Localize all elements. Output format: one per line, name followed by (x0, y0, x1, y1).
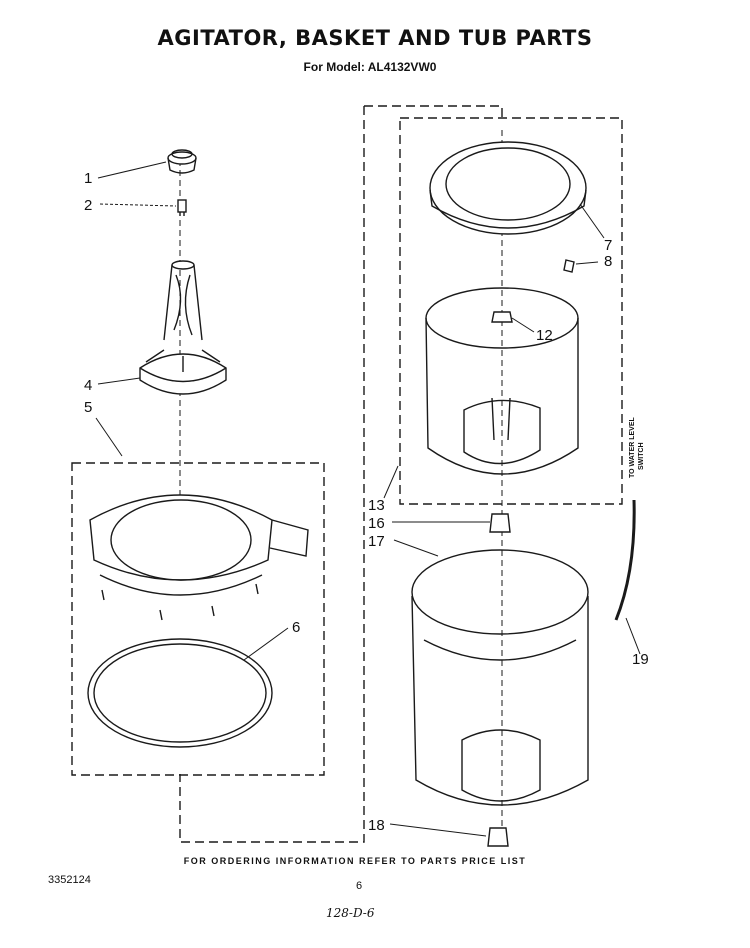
callout-2: 2 (84, 197, 92, 214)
ordering-note: FOR ORDERING INFORMATION REFER TO PARTS … (183, 856, 527, 866)
callout-16: 17 (368, 533, 385, 550)
water-level-note-line2: SWITCH (638, 442, 645, 470)
outer-tub-part (411, 549, 589, 806)
water-level-hose-part (614, 499, 636, 621)
handwritten-note: 128-D-6 (326, 906, 375, 920)
callout-7: 7 (604, 237, 612, 254)
fastener-part (177, 199, 187, 216)
callout-1: 1 (84, 170, 92, 187)
routing-line-top (179, 106, 365, 843)
callout-19: 19 (632, 651, 649, 668)
callout-6: 6 (292, 619, 300, 636)
callout-18: 18 (368, 817, 385, 834)
drain-plug-part (487, 827, 509, 847)
page-title: AGITATOR, BASKET AND TUB PARTS (157, 26, 593, 50)
seal-ring-part (87, 638, 273, 748)
leader-lines (95, 161, 641, 837)
tub-ring-part (89, 494, 309, 621)
callout-17: 16 (368, 515, 385, 532)
balance-ring-part (429, 141, 587, 235)
routing-line-connector (364, 105, 503, 118)
document-number: 3352124 (48, 874, 91, 886)
agitator-cap-part (167, 149, 197, 174)
callout-8: 8 (604, 253, 612, 270)
water-level-note: TO WATER LEVEL SWITCH (629, 416, 645, 478)
page-number: 6 (356, 880, 363, 892)
drive-hub-part (489, 513, 511, 533)
callout-4: 4 (84, 377, 92, 394)
basket-nut-part (491, 311, 513, 323)
basket-part (425, 287, 579, 475)
model-subtitle: For Model: AL4132VW0 (303, 60, 437, 74)
callout-5: 5 (84, 399, 92, 416)
agitator-part (139, 260, 227, 395)
clip-part (563, 259, 575, 273)
water-level-note-line1: TO WATER LEVEL (629, 416, 636, 478)
group-box-seal (71, 462, 325, 776)
callout-13: 13 (368, 497, 385, 514)
callout-12: 12 (536, 327, 553, 344)
group-box-basket (399, 117, 623, 505)
